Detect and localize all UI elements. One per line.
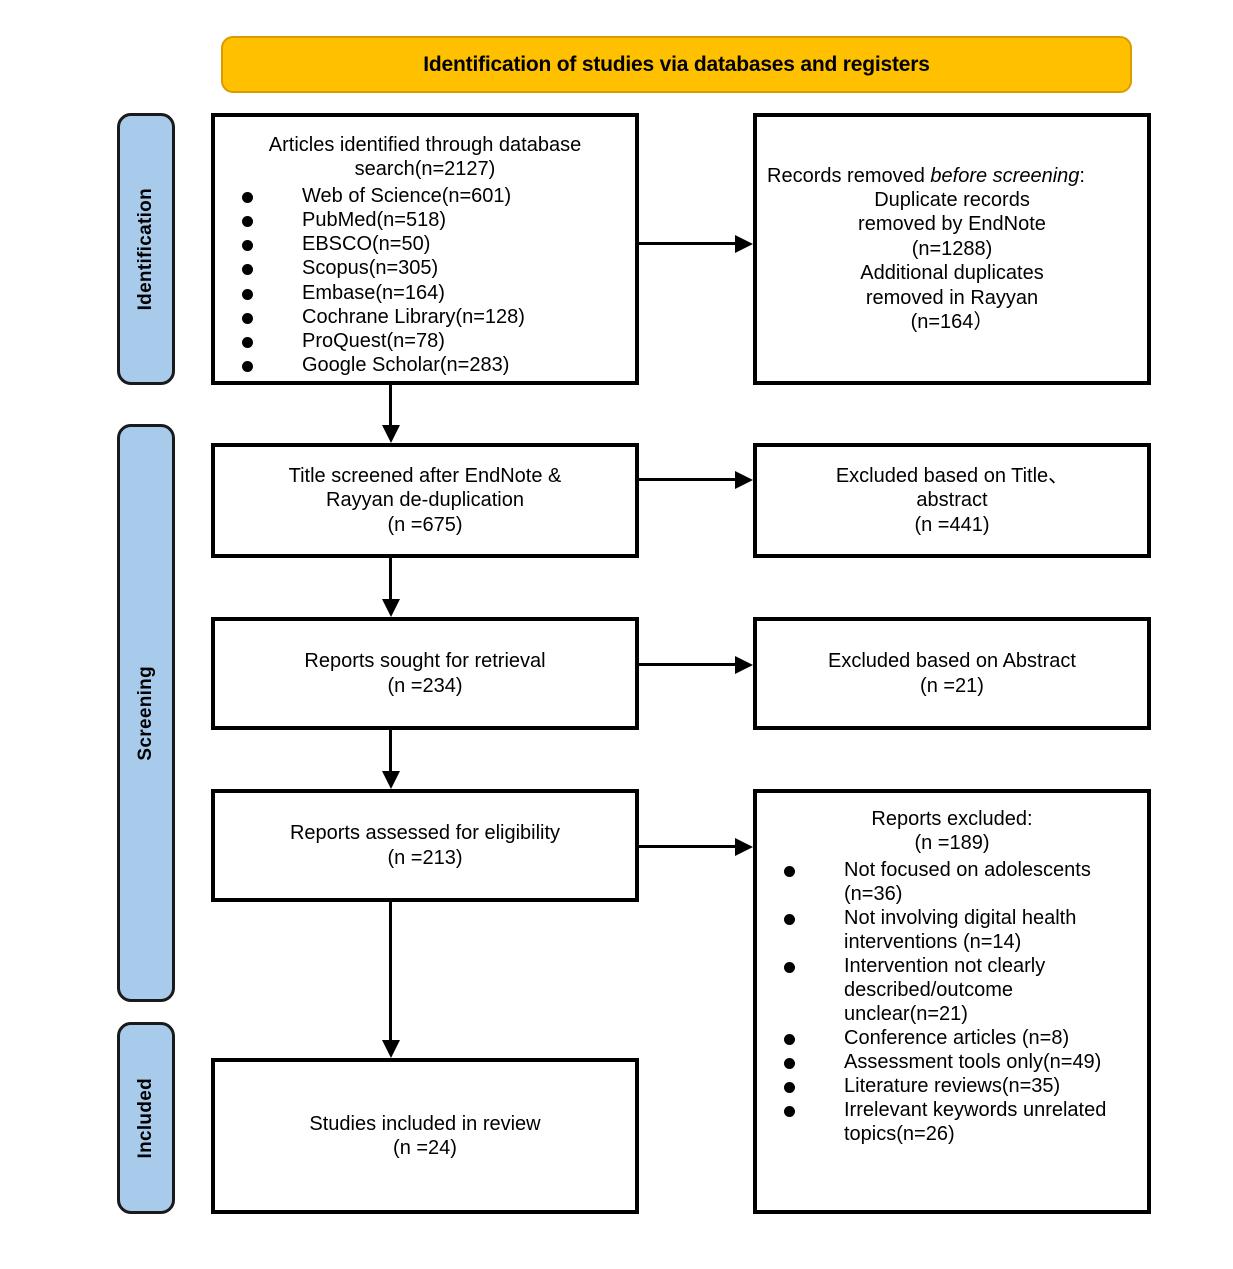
list-item: Conference articles (n=8) (767, 1026, 1137, 1050)
reports-excluded-heading1: Reports excluded: (871, 808, 1033, 830)
identified-heading-line2: search(n=2127) (354, 158, 496, 181)
arrowhead-identified-to-removed (735, 235, 753, 253)
reports-assessed-line1: Reports assessed for eligibility (289, 822, 561, 845)
list-item: Cochrane Library(n=128) (225, 305, 625, 329)
list-item: Google Scholar(n=283) (225, 353, 625, 377)
arrowhead-reports-sought-to-reports-assessed (382, 771, 400, 789)
stage-label-identification: Identification (117, 113, 175, 385)
list-item: PubMed(n=518) (225, 208, 625, 232)
title-screened-line2: Rayyan de-duplication (326, 489, 524, 512)
identified-source-list: Web of Science(n=601) PubMed(n=518) EBSC… (225, 184, 625, 378)
reports-assessed-line2: (n =213) (387, 846, 463, 869)
stage-label-included-text: Included (135, 1077, 156, 1159)
excluded-ta-line2: abstract (916, 489, 988, 512)
list-item: Assessment tools only(n=49) (767, 1050, 1137, 1074)
box-excluded-abstract: Excluded based on Abstract (n =21) (753, 617, 1151, 730)
box-excluded-title-abstract: Excluded based on Title、 abstract (n =44… (753, 443, 1151, 558)
box-reports-assessed: Reports assessed for eligibility (n =213… (211, 789, 639, 902)
removed-lead-prefix: Records removed (767, 164, 931, 187)
box-studies-included: Studies included in review (n =24) (211, 1058, 639, 1214)
list-item: Embase(n=164) (225, 281, 625, 305)
box-reports-sought: Reports sought for retrieval (n =234) (211, 617, 639, 730)
removed-line6: (n=164） (910, 310, 994, 333)
connector-reports-assessed-to-studies-included (389, 902, 392, 1040)
reports-excluded-heading2: (n =189) (914, 832, 990, 855)
list-item: ProQuest(n=78) (225, 329, 625, 353)
title-screened-line1: Title screened after EndNote & (288, 464, 562, 487)
box-articles-identified: Articles identified through database sea… (211, 113, 639, 385)
arrowhead-title-screened-to-excluded (735, 471, 753, 489)
removed-line1: Duplicate records (874, 189, 1030, 212)
removed-lead: Records removed before screening: (767, 164, 1137, 188)
connector-reports-sought-to-reports-assessed (389, 730, 392, 771)
stage-label-screening-text: Screening (135, 665, 156, 761)
title-screened-line3: (n =675) (387, 513, 463, 536)
reports-excluded-reason-list: Not focused on adolescents (n=36) Not in… (767, 858, 1137, 1146)
stage-label-identification-text: Identification (135, 187, 156, 311)
stage-label-included: Included (117, 1022, 175, 1214)
removed-line2: removed by EndNote (858, 213, 1046, 236)
box-title-screened: Title screened after EndNote & Rayyan de… (211, 443, 639, 558)
connector-reports-assessed-to-excluded (639, 845, 735, 848)
removed-line4: Additional duplicates (860, 262, 1044, 285)
list-item: Web of Science(n=601) (225, 184, 625, 208)
arrowhead-reports-assessed-to-excluded (735, 838, 753, 856)
removed-lead-italic: before screening (930, 164, 1080, 187)
studies-included-line1: Studies included in review (309, 1112, 541, 1135)
reports-sought-line1: Reports sought for retrieval (304, 650, 546, 673)
removed-line5: removed in Rayyan (865, 286, 1039, 309)
removed-line3: (n=1288) (911, 237, 993, 260)
list-item: Scopus(n=305) (225, 256, 625, 280)
connector-reports-sought-to-excluded (639, 663, 735, 666)
connector-title-screened-to-excluded (639, 478, 735, 481)
box-reports-excluded: Reports excluded: (n =189) Not focused o… (753, 789, 1151, 1214)
list-item: Intervention not clearly described/outco… (767, 954, 1137, 1026)
box-records-removed: Records removed before screening: Duplic… (753, 113, 1151, 385)
reports-sought-line2: (n =234) (387, 674, 463, 697)
list-item: Not involving digital health interventio… (767, 906, 1137, 954)
excluded-ta-line1: Excluded based on Title、 (835, 464, 1069, 487)
list-item: Irrelevant keywords unrelated topics(n=2… (767, 1098, 1137, 1146)
excluded-abstract-line1: Excluded based on Abstract (828, 650, 1076, 673)
list-item: EBSCO(n=50) (225, 232, 625, 256)
removed-lead-suffix: : (1079, 164, 1085, 187)
studies-included-line2: (n =24) (393, 1137, 457, 1159)
arrowhead-identified-to-title-screened (382, 425, 400, 443)
list-item: Literature reviews(n=35) (767, 1074, 1137, 1098)
arrowhead-reports-sought-to-excluded (735, 656, 753, 674)
identified-heading-line1: Articles identified through database (268, 134, 582, 156)
connector-identified-to-title-screened (389, 385, 392, 425)
connector-title-screened-to-reports-sought (389, 558, 392, 599)
diagram-title: Identification of studies via databases … (423, 52, 930, 76)
arrowhead-title-screened-to-reports-sought (382, 599, 400, 617)
diagram-title-banner: Identification of studies via databases … (221, 36, 1132, 93)
excluded-abstract-line2: (n =21) (920, 674, 984, 697)
arrowhead-reports-assessed-to-studies-included (382, 1040, 400, 1058)
stage-label-screening: Screening (117, 424, 175, 1002)
excluded-ta-line3: (n =441) (914, 513, 990, 536)
connector-identified-to-removed (639, 242, 735, 245)
list-item: Not focused on adolescents (n=36) (767, 858, 1137, 906)
